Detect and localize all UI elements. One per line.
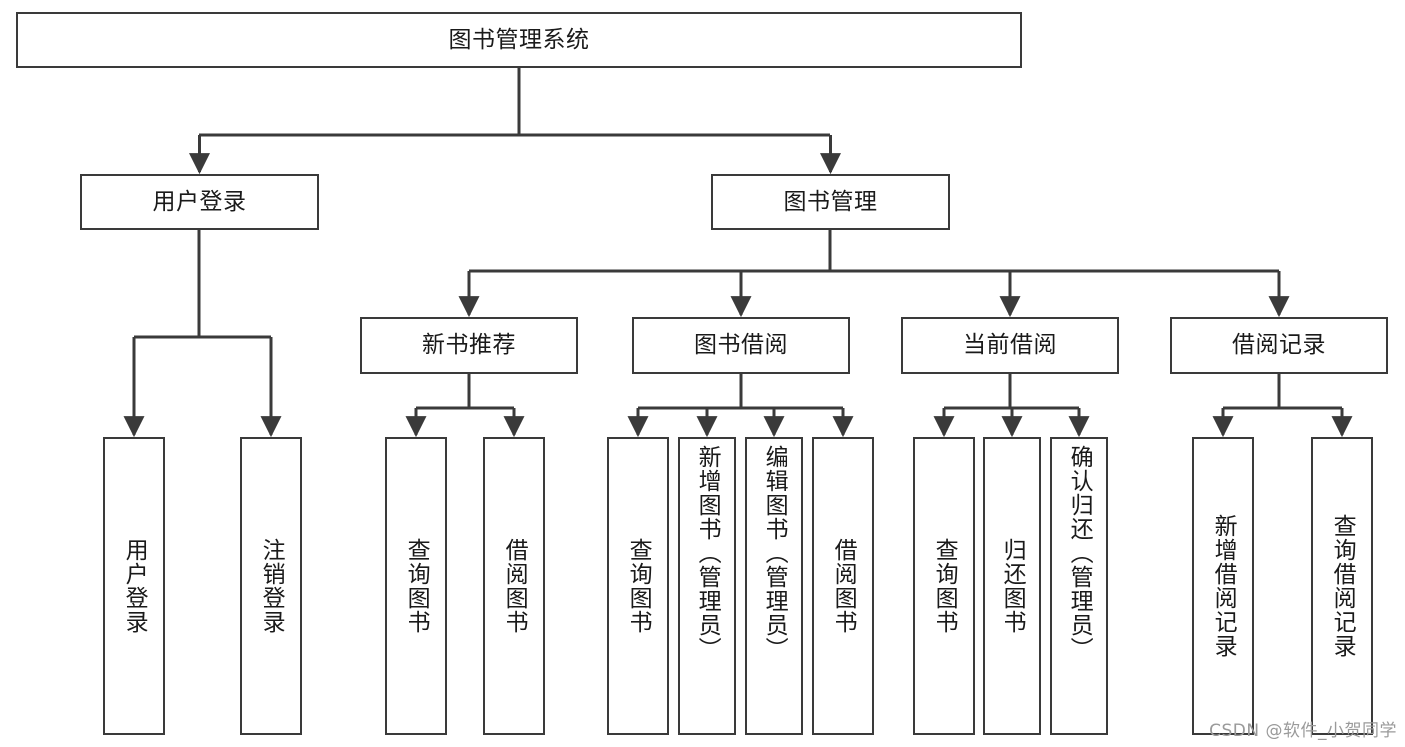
node-box-borrow-record[interactable]: 借阅记录 xyxy=(1170,317,1388,374)
node-box-leaf-user-login[interactable]: 用户登录 xyxy=(103,437,165,735)
node-label: 借阅图书 xyxy=(830,538,857,634)
tree-connectors xyxy=(123,68,1353,438)
node-box-book-borrow[interactable]: 图书借阅 xyxy=(632,317,850,374)
node-label: 借阅图书 xyxy=(501,538,528,634)
node-label: 新增图书（管理员） xyxy=(694,445,721,661)
node-label: 新增借阅记录 xyxy=(1210,514,1237,658)
node-label: 借阅记录 xyxy=(1232,332,1326,359)
node-box-new-book-recommend[interactable]: 新书推荐 xyxy=(360,317,578,374)
node-box-leaf-borrow-edit-book[interactable]: 编辑图书（管理员） xyxy=(745,437,803,735)
node-label: 注销登录 xyxy=(258,538,285,634)
node-label: 用户登录 xyxy=(121,538,148,634)
node-label: 查询借阅记录 xyxy=(1329,514,1356,658)
node-label: 查询图书 xyxy=(931,538,958,634)
node-label: 图书管理 xyxy=(783,188,878,215)
node-box-leaf-cur-return-book[interactable]: 归还图书 xyxy=(983,437,1041,735)
node-box-leaf-rec-borrow-book[interactable]: 借阅图书 xyxy=(483,437,545,735)
node-box-current-borrow[interactable]: 当前借阅 xyxy=(901,317,1119,374)
node-label: 图书管理系统 xyxy=(448,26,590,53)
node-box-leaf-cur-confirm-return[interactable]: 确认归还（管理员） xyxy=(1050,437,1108,735)
node-box-leaf-borrow-lend-book[interactable]: 借阅图书 xyxy=(812,437,874,735)
node-box-leaf-rec-query-book[interactable]: 查询图书 xyxy=(385,437,447,735)
node-box-root[interactable]: 图书管理系统 xyxy=(16,12,1022,68)
node-label: 查询图书 xyxy=(625,538,652,634)
node-label: 归还图书 xyxy=(999,538,1026,634)
node-box-leaf-rec-add-record[interactable]: 新增借阅记录 xyxy=(1192,437,1254,735)
node-box-user-login[interactable]: 用户登录 xyxy=(80,174,319,230)
node-label: 查询图书 xyxy=(403,538,430,634)
node-label: 确认归还（管理员） xyxy=(1066,445,1093,661)
node-label: 当前借阅 xyxy=(963,332,1057,359)
node-box-leaf-cur-query-book[interactable]: 查询图书 xyxy=(913,437,975,735)
node-label: 用户登录 xyxy=(152,188,247,215)
node-box-leaf-user-logout[interactable]: 注销登录 xyxy=(240,437,302,735)
node-label: 编辑图书（管理员） xyxy=(761,445,788,661)
node-box-leaf-borrow-add-book[interactable]: 新增图书（管理员） xyxy=(678,437,736,735)
node-box-leaf-borrow-query-book[interactable]: 查询图书 xyxy=(607,437,669,735)
node-box-leaf-rec-query-record[interactable]: 查询借阅记录 xyxy=(1311,437,1373,735)
node-label: 新书推荐 xyxy=(422,332,516,359)
node-label: 图书借阅 xyxy=(694,332,788,359)
node-box-book-manage[interactable]: 图书管理 xyxy=(711,174,950,230)
